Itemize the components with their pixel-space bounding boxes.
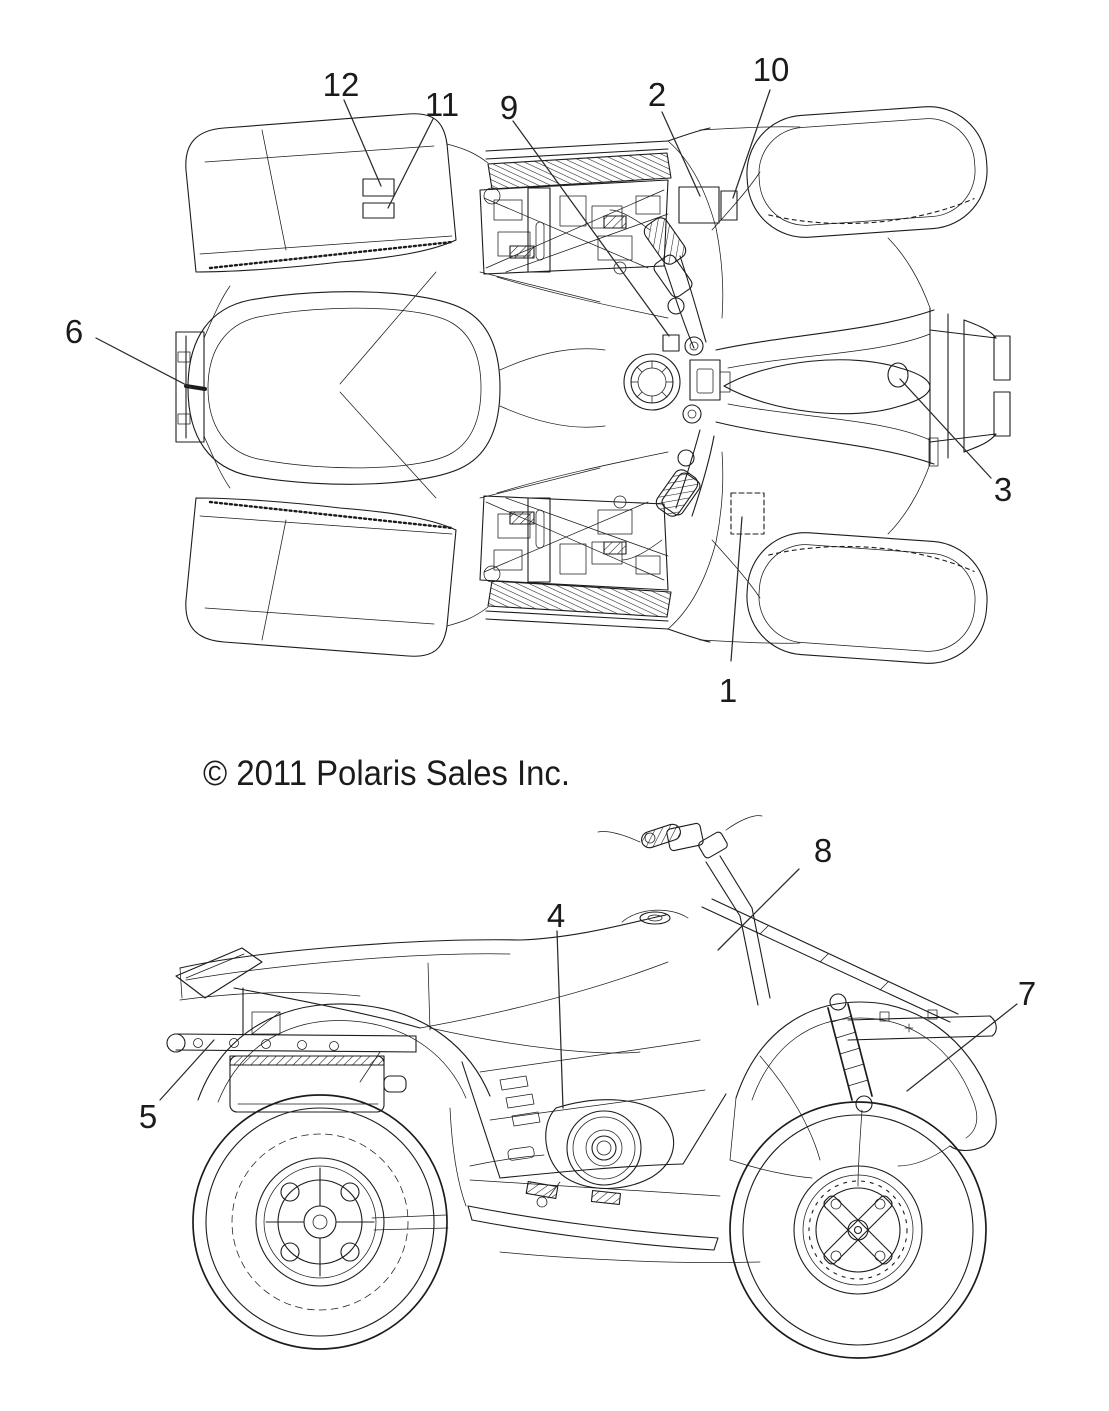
fuel-tank-side <box>621 909 689 925</box>
callout-4-label: 4 <box>547 897 565 934</box>
callout-8-label: 8 <box>814 832 832 869</box>
front-rack <box>887 237 1011 535</box>
callout-2-leader <box>661 111 701 197</box>
footboard <box>371 1055 821 1263</box>
decal-rect-2 <box>678 186 720 224</box>
copyright-text: © 2011 Polaris Sales Inc. <box>203 754 570 793</box>
callout-7-leader <box>906 1003 1018 1092</box>
decal-rect-9 <box>662 334 680 352</box>
rear-bumper-bracket <box>175 285 231 489</box>
side-panel <box>429 1027 727 1179</box>
left-footwell <box>479 127 711 275</box>
seat-side-view <box>179 914 669 1031</box>
callout-12-label: 12 <box>323 66 360 103</box>
seat-top-view <box>187 291 501 485</box>
callout-6-leader <box>95 337 193 389</box>
rear-left-fender <box>185 113 457 273</box>
rear-wheel <box>192 1094 448 1350</box>
front-left-tire <box>746 106 988 238</box>
callout-11-label: 11 <box>425 86 459 123</box>
rear-rack <box>166 947 417 1083</box>
callout-leaders <box>95 89 1018 1109</box>
front-wheel <box>729 1101 987 1359</box>
callout-3-label: 3 <box>994 471 1012 508</box>
callout-9-label: 9 <box>500 89 518 126</box>
front-shock <box>827 993 873 1187</box>
front-body <box>667 126 935 644</box>
callout-8-leader <box>717 868 800 951</box>
decal-rect-11 <box>362 202 395 219</box>
top-view-drawing <box>175 106 1011 664</box>
engine <box>469 1099 675 1208</box>
rear-right-fender <box>185 497 457 657</box>
callout-12-leader <box>343 99 382 187</box>
callout-1-label: 1 <box>719 672 737 709</box>
front-fender <box>729 1001 997 1179</box>
callout-10-label: 10 <box>753 51 790 88</box>
decal-rect-10 <box>720 190 738 221</box>
callout-9-leader <box>512 120 670 337</box>
callout-4-leader <box>556 930 564 1109</box>
callout-7-label: 7 <box>1018 975 1036 1012</box>
muffler <box>229 1055 407 1113</box>
callout-5-label: 5 <box>139 1098 157 1135</box>
callout-labels: 12 11 9 2 10 6 3 1 8 4 7 5 <box>65 51 1036 1135</box>
handlebar-assembly-top <box>609 209 731 561</box>
callout-10-leader <box>732 89 771 199</box>
right-footwell <box>479 495 711 643</box>
front-rack-side <box>701 898 997 1041</box>
callout-6-label: 6 <box>65 313 83 350</box>
handlebar-assembly-side <box>597 815 771 1006</box>
side-view-drawing <box>166 815 997 1359</box>
front-right-tire <box>746 532 988 664</box>
callout-5-leader <box>159 1039 215 1101</box>
rear-fender <box>179 992 491 1103</box>
fuel-cap <box>623 353 681 411</box>
callout-3-leader <box>899 378 992 479</box>
decal-rect-1 <box>730 492 765 535</box>
callout-1-leader <box>730 516 743 662</box>
callout-11-leader <box>387 118 434 209</box>
callout-2-label: 2 <box>648 76 666 113</box>
body-creases <box>339 143 669 627</box>
